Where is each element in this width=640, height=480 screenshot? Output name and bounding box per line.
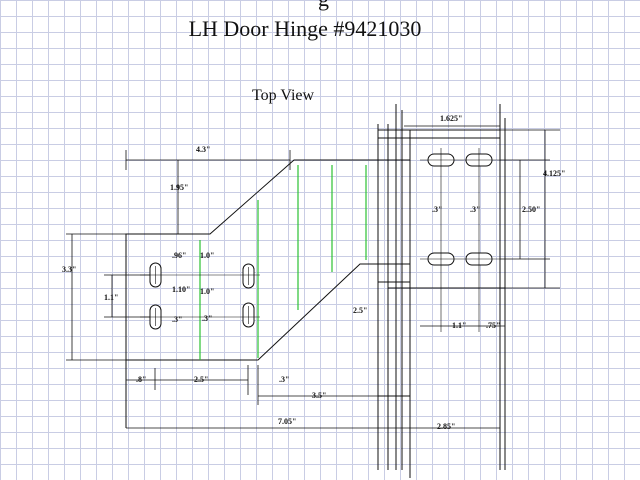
dim-label-2-50: 2.50" <box>522 205 540 214</box>
dim-label-3: .3" <box>470 205 480 214</box>
dim-label-3: .3" <box>202 314 212 323</box>
dim-label-75: .75" <box>486 321 500 330</box>
dim-label-1-1: 1.1" <box>104 293 118 302</box>
dim-label-7-05: 7.05" <box>278 417 296 426</box>
dim-label-4-3: 4.3" <box>196 145 210 154</box>
dim-label-3: .3" <box>432 205 442 214</box>
dim-label-1-0: 1.0" <box>200 287 214 296</box>
page-title: LH Door Hinge #9421030 <box>188 16 422 41</box>
dim-label-3-5: 3.5" <box>312 391 326 400</box>
dim-label-1-0: 1.0" <box>200 251 214 260</box>
dim-label-2-5: 2.5" <box>353 306 367 315</box>
dim-label-3-3: 3.3" <box>62 265 76 274</box>
dim-label-4-125: 4.125" <box>543 169 565 178</box>
dim-label-2-5: 2.5" <box>194 375 208 384</box>
view-label: Top View <box>252 87 315 104</box>
dim-label-96: .96" <box>172 251 186 260</box>
dim-label-1-95: 1.95" <box>170 183 188 192</box>
dim-label-1-10: 1.10" <box>172 285 190 294</box>
dim-label-2-85: 2.85" <box>437 422 455 431</box>
dim-label-3: .3" <box>172 315 182 324</box>
title-fragment: g <box>318 0 329 12</box>
dim-label-1-1: 1.1" <box>452 321 466 330</box>
dim-label-8: .8" <box>136 375 146 384</box>
dim-label-3: .3" <box>279 375 289 384</box>
plate-outline <box>125 159 379 361</box>
dim-label-1-625: 1.625" <box>440 114 462 123</box>
